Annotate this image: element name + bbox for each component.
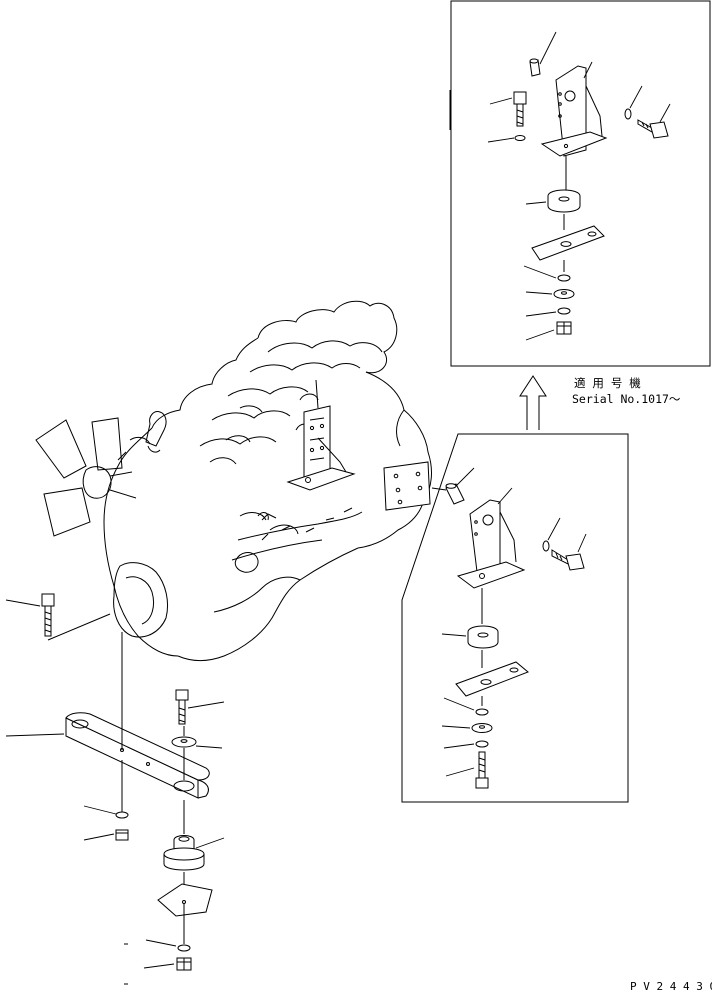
support-bar <box>5 712 210 799</box>
mounting-plate <box>383 461 431 511</box>
bolt-left <box>5 593 111 641</box>
rear-mount-parts <box>5 593 225 971</box>
rubber-cushion <box>163 835 225 871</box>
serial-note-line1: 適 用 号 機 <box>574 376 641 390</box>
bolt-upper <box>175 689 225 725</box>
upgrade-arrow <box>519 375 547 430</box>
engine-drawing <box>35 300 432 661</box>
inset-upper-frame <box>450 0 711 367</box>
drawing-code: P V 2 4 4 3 0 <box>630 980 712 993</box>
inset-lower <box>401 433 629 803</box>
serial-note-line2: Serial No.1017～ <box>572 392 681 406</box>
inset-upper <box>449 0 711 367</box>
engine-mount-bracket <box>286 379 356 491</box>
